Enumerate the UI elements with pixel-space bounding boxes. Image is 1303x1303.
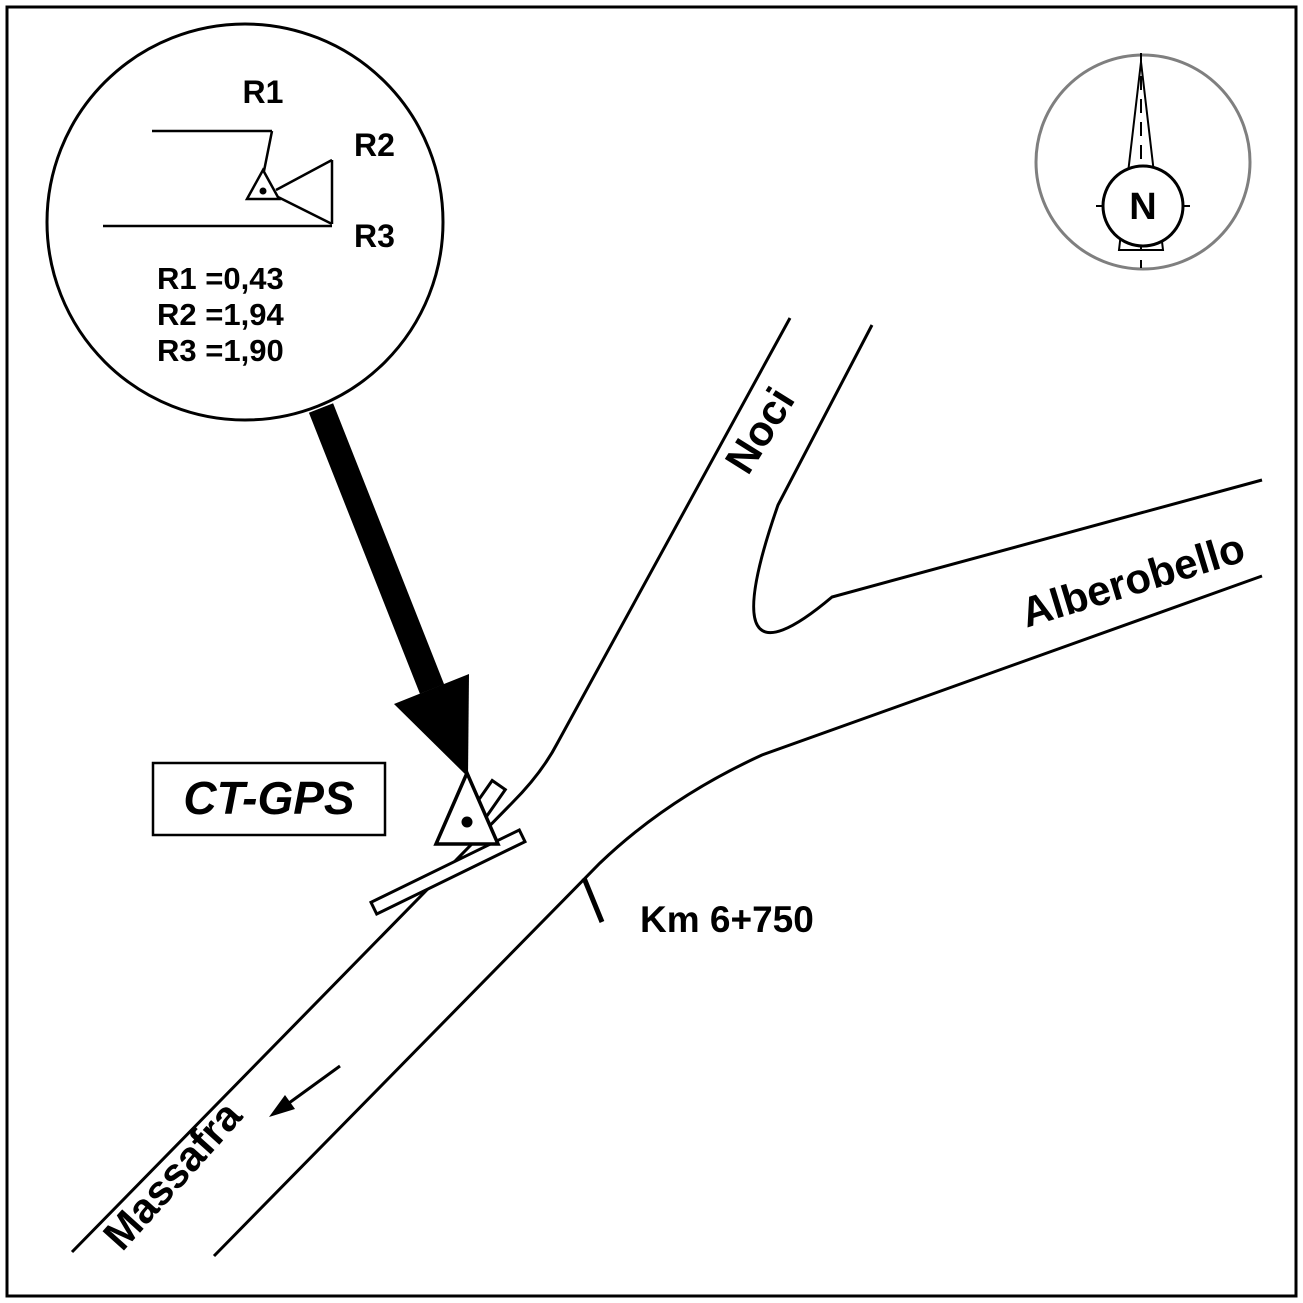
inset-r1-value: R1 =0,43 — [157, 261, 284, 296]
inset-r2-label: R2 — [354, 127, 395, 163]
inset-r3-label: R3 — [354, 218, 395, 254]
detail-inset: R1 R2 R3 R1 =0,43 R2 =1,94 R3 =1,90 — [45, 22, 445, 422]
station-name-frame — [151, 761, 387, 837]
inset-r3-tie-line — [275, 194, 333, 226]
station-baseline-bar — [368, 827, 528, 917]
station-marker — [368, 768, 528, 917]
road-edge-massafra-alberobello-south — [212, 574, 1263, 1258]
north-arrow-triangle — [1117, 61, 1165, 251]
station-name-box: CT-GPS — [151, 761, 387, 837]
road-network — [70, 317, 1263, 1258]
pointer-arrow-shaft — [308, 403, 445, 694]
inset-r1-label: R1 — [243, 74, 284, 110]
road-edge-noci-alberobello-fork — [752, 324, 1263, 635]
detail-inset-circle — [45, 22, 445, 422]
compass: N — [1034, 53, 1252, 271]
massafra-arrow-head — [269, 1095, 295, 1117]
compass-outer-ring — [1034, 53, 1252, 271]
inset-r2-tie-line — [275, 158, 333, 192]
inset-station-triangle — [244, 167, 282, 201]
inset-r1-tie-line — [262, 130, 274, 172]
station-name-label: CT-GPS — [183, 772, 355, 824]
compass-north-label: N — [1129, 186, 1156, 228]
compass-inner-circle — [1101, 164, 1185, 248]
station-center-dot — [461, 816, 473, 828]
inset-sketch-lines — [103, 129, 334, 228]
inset-station-dot — [259, 187, 267, 195]
massafra-arrow-shaft — [288, 1064, 341, 1105]
inset-pointer-arrow — [308, 403, 469, 777]
inset-r3-value: R3 =1,90 — [157, 333, 284, 368]
inset-r2-value: R2 =1,94 — [157, 297, 284, 332]
station-triangle-symbol — [433, 768, 501, 846]
massafra-direction-arrow — [269, 1064, 341, 1117]
road-edge-massafra-noci-west — [70, 317, 792, 1254]
km-label: Km 6+750 — [640, 899, 814, 940]
km-tick-mark — [581, 877, 605, 923]
pointer-arrow-head — [394, 674, 469, 777]
